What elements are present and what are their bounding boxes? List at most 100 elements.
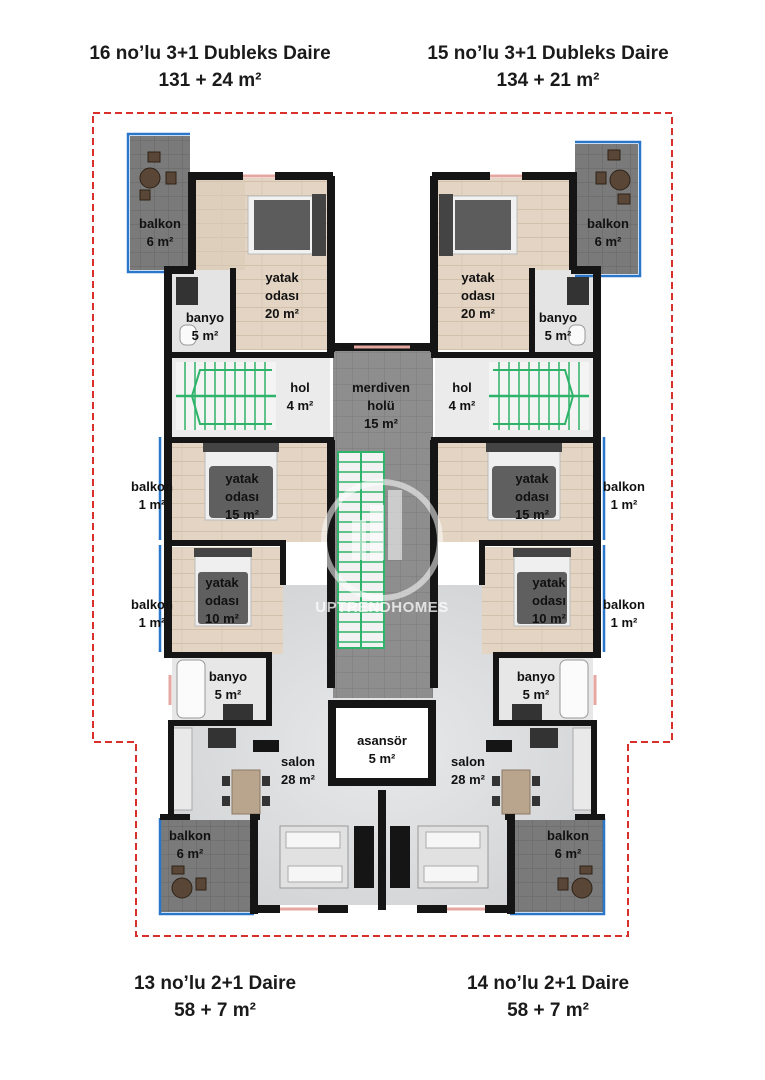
unit15-area: 134 + 21 m² bbox=[496, 70, 600, 91]
unit13-heading: 13 no’lu 2+1 Daire 58 + 7 m² bbox=[45, 970, 385, 1024]
room-label-line: 15 m² bbox=[515, 507, 550, 522]
plot-boundary bbox=[92, 112, 673, 937]
right-unit-stair bbox=[489, 362, 589, 430]
room-label-line: banyo bbox=[209, 669, 247, 684]
room-label-left-balcony-bottom: balkon 6 m² bbox=[169, 828, 211, 861]
room-label-right-salon: salon 28 m² bbox=[451, 754, 486, 787]
bed-right-15 bbox=[486, 442, 562, 521]
room-label-right-bedroom-15: yatak odası 15 m² bbox=[515, 471, 550, 522]
room-label-line: yatak bbox=[461, 270, 495, 285]
room-label-right-bath-top: banyo 5 m² bbox=[539, 310, 577, 343]
room-label-line: 5 m² bbox=[545, 328, 572, 343]
room-label-left-bedroom-10: yatak odası 10 m² bbox=[205, 575, 240, 626]
room-label-line: 5 m² bbox=[523, 687, 550, 702]
unit15-name: 15 no’lu 3+1 Dubleks Daire bbox=[427, 43, 669, 64]
right-balcony-top-floor bbox=[575, 144, 638, 274]
room-label-line: salon bbox=[281, 754, 315, 769]
room-label-line: 4 m² bbox=[287, 398, 314, 413]
room-label-right-balcony-1b: balkon 1 m² bbox=[603, 597, 645, 630]
room-label-line: balkon bbox=[131, 479, 173, 494]
balcony-edges bbox=[126, 132, 642, 916]
bed-right-10 bbox=[513, 548, 571, 627]
room-label-line: balkon bbox=[587, 216, 629, 231]
room-label-line: yatak bbox=[205, 575, 239, 590]
room-label-line: yatak bbox=[225, 471, 259, 486]
room-label-line: 28 m² bbox=[281, 772, 316, 787]
room-label-right-balcony-1a: balkon 1 m² bbox=[603, 479, 645, 512]
salon-furniture-right bbox=[417, 727, 594, 889]
room-label-left-bath-mid: banyo 5 m² bbox=[209, 669, 247, 702]
room-label-left-salon: salon 28 m² bbox=[281, 754, 316, 787]
room-label-right-bedroom-top: yatak odası 20 m² bbox=[461, 270, 496, 321]
room-label-line: banyo bbox=[539, 310, 577, 325]
bed-left-15 bbox=[203, 442, 279, 521]
unit15-heading: 15 no’lu 3+1 Dubleks Daire 134 + 21 m² bbox=[378, 40, 718, 94]
room-label-line: 20 m² bbox=[461, 306, 496, 321]
room-label-line: 5 m² bbox=[215, 687, 242, 702]
room-label-line: 1 m² bbox=[139, 497, 166, 512]
room-label-line: yatak bbox=[265, 270, 299, 285]
room-label-line: 15 m² bbox=[364, 416, 399, 431]
room-label-left-bedroom-top: yatak odası 20 m² bbox=[265, 270, 300, 321]
bed-left-10 bbox=[194, 548, 252, 627]
room-label-line: merdiven bbox=[352, 380, 410, 395]
room-label-line: odası bbox=[461, 288, 495, 303]
room-label-line: 4 m² bbox=[449, 398, 476, 413]
room-label-line: 28 m² bbox=[451, 772, 486, 787]
room-label-line: 6 m² bbox=[595, 234, 622, 249]
unit13-area: 58 + 7 m² bbox=[174, 1000, 256, 1021]
room-label-left-balcony-1b: balkon 1 m² bbox=[131, 597, 173, 630]
unit16-name: 16 no’lu 3+1 Dubleks Daire bbox=[89, 43, 331, 64]
room-label-line: banyo bbox=[186, 310, 224, 325]
room-label-line: balkon bbox=[547, 828, 589, 843]
room-label-line: odası bbox=[265, 288, 299, 303]
room-label-line: 1 m² bbox=[139, 615, 166, 630]
room-label-line: 5 m² bbox=[192, 328, 219, 343]
room-label-line: 10 m² bbox=[532, 611, 567, 626]
room-label-line: banyo bbox=[517, 669, 555, 684]
room-label-line: balkon bbox=[131, 597, 173, 612]
room-label-line: 6 m² bbox=[177, 846, 204, 861]
left-unit-stair bbox=[176, 362, 276, 430]
watermark-text: UPTRENDHOMES bbox=[315, 599, 449, 616]
room-label-right-hall: hol 4 m² bbox=[449, 380, 476, 413]
room-label-right-bath-mid: banyo 5 m² bbox=[517, 669, 555, 702]
room-label-line: yatak bbox=[532, 575, 566, 590]
room-label-line: 1 m² bbox=[611, 615, 638, 630]
room-label-line: hol bbox=[452, 380, 472, 395]
unit13-name: 13 no’lu 2+1 Daire bbox=[133, 973, 297, 994]
room-label-line: 1 m² bbox=[611, 497, 638, 512]
room-labels: balkon 6 m² yatak odası 20 m² banyo 5 m² hol 4 m… bbox=[131, 216, 645, 861]
room-label-line: 10 m² bbox=[205, 611, 240, 626]
unit14-area: 58 + 7 m² bbox=[507, 1000, 589, 1021]
room-label-line: odası bbox=[205, 593, 239, 608]
room-label-line: yatak bbox=[515, 471, 549, 486]
room-label-right-balcony-bottom: balkon 6 m² bbox=[547, 828, 589, 861]
room-label-right-balcony-top: balkon 6 m² bbox=[587, 216, 629, 249]
room-label-line: odası bbox=[515, 489, 549, 504]
room-label-line: balkon bbox=[169, 828, 211, 843]
room-label-line: 6 m² bbox=[555, 846, 582, 861]
room-label-line: asansör bbox=[357, 733, 407, 748]
room-label-line: 20 m² bbox=[265, 306, 300, 321]
bath-fixtures bbox=[176, 277, 589, 720]
bed-right-top bbox=[439, 194, 518, 256]
balcony-table-sets bbox=[139, 149, 631, 899]
unit14-heading: 14 no’lu 2+1 Daire 58 + 7 m² bbox=[378, 970, 718, 1024]
room-label-line: 6 m² bbox=[147, 234, 174, 249]
room-label-line: balkon bbox=[603, 479, 645, 494]
room-label-line: balkon bbox=[603, 597, 645, 612]
elevator-interior bbox=[336, 708, 428, 778]
unit16-area: 131 + 24 m² bbox=[158, 70, 262, 91]
room-label-line: salon bbox=[451, 754, 485, 769]
room-label-line: odası bbox=[225, 489, 259, 504]
watermark-logo bbox=[321, 479, 443, 601]
unit14-name: 14 no’lu 2+1 Daire bbox=[466, 973, 630, 994]
room-label-left-balcony-1a: balkon 1 m² bbox=[131, 479, 173, 512]
